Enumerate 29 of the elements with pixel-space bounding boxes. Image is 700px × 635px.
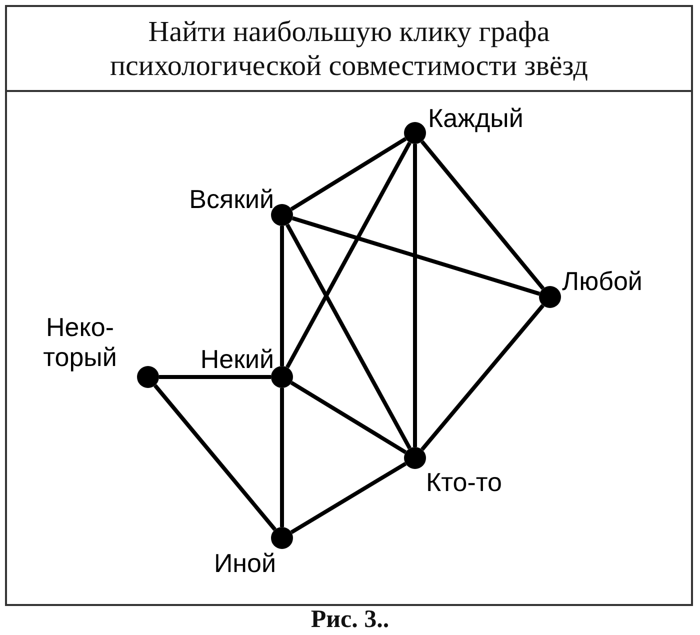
node-label: Некий bbox=[199, 344, 274, 374]
figure-caption: Рис. 3.. bbox=[310, 606, 390, 634]
node-label: Любой bbox=[562, 266, 644, 296]
node-label: Иной bbox=[212, 548, 276, 578]
graph-edge bbox=[290, 137, 407, 211]
graph-edge bbox=[286, 224, 412, 450]
node-label: Кто-то bbox=[426, 467, 503, 497]
node-dot bbox=[271, 366, 293, 388]
node-dot bbox=[137, 366, 159, 388]
graph-edge bbox=[420, 140, 545, 290]
graph-edge bbox=[280, 388, 284, 527]
node-label: Неко-торый bbox=[42, 312, 118, 372]
graph-edge bbox=[413, 144, 417, 447]
graph-edge bbox=[290, 462, 407, 534]
graph-edge bbox=[292, 216, 540, 296]
node-label: Каждый bbox=[428, 103, 524, 133]
title: Найти наибольшую клику графа психологической совместимости звёзд bbox=[109, 14, 589, 82]
graph-edge bbox=[159, 375, 271, 379]
graph-edge bbox=[290, 381, 407, 454]
node-dot bbox=[271, 204, 293, 226]
node-dot bbox=[539, 286, 561, 308]
node-label: Всякий bbox=[188, 184, 274, 214]
node-dot bbox=[271, 527, 293, 549]
graph-edge bbox=[286, 142, 412, 368]
graph-edge bbox=[280, 226, 284, 366]
graph-edge bbox=[420, 304, 544, 451]
node-dot bbox=[404, 447, 426, 469]
node-dot bbox=[404, 122, 426, 144]
graph-edge bbox=[154, 384, 276, 531]
